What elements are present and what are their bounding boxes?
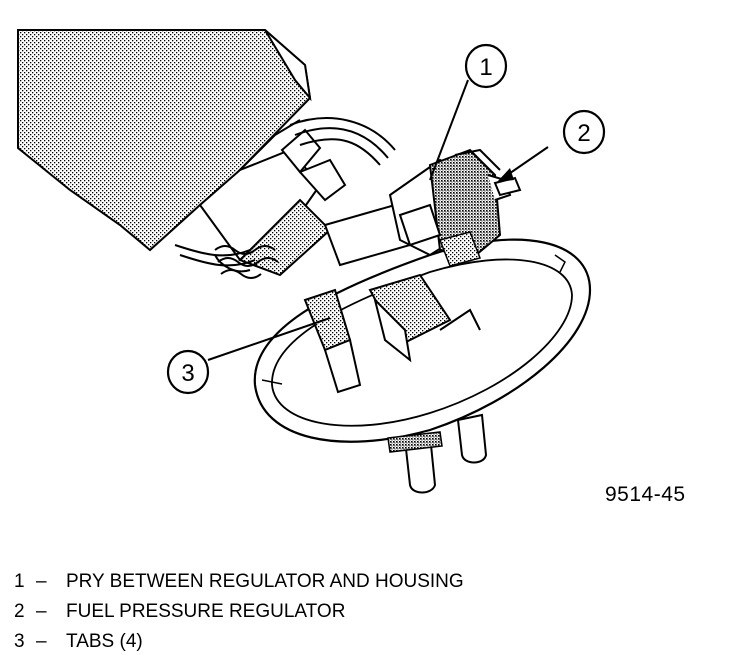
callout-2: 2 [497,109,606,182]
callout-3-leader [207,317,331,361]
callout-1-label: 1 [479,54,492,81]
callout-3-label: 3 [181,360,194,387]
callout-2-circle [562,109,606,155]
inner-posts [303,273,481,394]
legend-number: 3 [14,631,25,652]
callout-2-label: 2 [577,120,590,147]
legend-number: 2 [14,601,25,622]
callout-1-circle [464,43,508,89]
legend-item: 3–TABS (4) [14,627,464,657]
callout-2-arrowhead [497,168,514,182]
legend-text: TABS (4) [66,631,143,652]
legend-dash: – [36,631,47,652]
callout-3-circle [166,349,210,395]
line-drawing: 1 2 3 [17,29,606,494]
figure-id: 9514-45 [605,483,686,506]
legend: 1–PRY BETWEEN REGULATOR AND HOUSING 2–FU… [14,567,464,657]
legend-number: 1 [14,571,25,592]
regulator-removal-illustration: 1 2 3 [17,29,606,494]
lower-tubes [387,413,488,494]
wire-harness [174,117,396,273]
callout-3: 3 [166,317,331,395]
legend-item: 1–PRY BETWEEN REGULATOR AND HOUSING [14,567,464,597]
spring-coil [214,245,279,279]
callout-1: 1 [429,43,508,181]
module-flange [253,238,592,443]
legend-item: 2–FUEL PRESSURE REGULATOR [14,597,464,627]
legend-text: PRY BETWEEN REGULATOR AND HOUSING [66,571,464,592]
legend-dash: – [36,571,47,592]
tool-shaft [198,128,347,277]
legend-text: FUEL PRESSURE REGULATOR [66,601,346,622]
callout-1-leader [429,79,469,181]
legend-dash: – [36,601,47,622]
regulator-housing [323,148,522,267]
